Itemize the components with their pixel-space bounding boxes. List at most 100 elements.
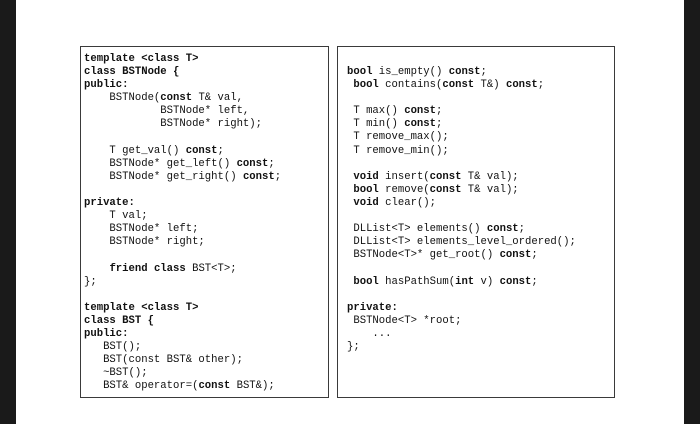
code-line: bool is_empty() const; [347,66,576,79]
code-keyword: int [455,275,475,288]
code-line: T remove_max(); [347,131,576,144]
code-line: BSTNode* left; [84,223,281,236]
code-text: T& val); [461,170,519,183]
code-text: BSTNode* get_left() [84,157,237,170]
code-keyword: const [429,170,462,183]
code-line [347,210,576,223]
code-text: BST(const BST& other); [84,354,243,367]
code-line: T get_val() const; [84,145,281,158]
code-text: BST(); [84,341,142,354]
code-text: ... [347,327,392,340]
code-line: T val; [84,210,281,223]
code-line: public: [84,79,281,92]
code-keyword: const [236,157,269,170]
code-text: is_empty() [372,66,449,78]
code-line: T min() const; [347,118,576,131]
code-text [84,263,109,275]
code-line [84,132,281,145]
code-text: DLList<T> elements_level_ordered(); [347,236,576,249]
code-text: ; [217,144,224,157]
code-text: ; [436,105,443,118]
code-keyword: const [242,170,275,183]
code-keyword: bool [353,275,379,288]
code-text: ; [268,157,275,170]
code-keyword: const [505,79,538,92]
code-text: T& val, [192,92,243,105]
code-text: T val; [84,210,148,223]
code-line: BSTNode(const T& val, [84,92,281,105]
code-line: friend class BST<T>; [84,263,281,276]
code-line: public: [84,328,281,341]
bstnode-code-panel: template <class T>class BSTNode {public:… [80,46,329,398]
code-line [347,158,576,171]
bst-methods-code-block: bool is_empty() const; bool contains( con… [347,66,576,354]
code-line [84,289,281,302]
code-line: DLList<T> elements() const; [347,223,576,236]
code-line: bool remove(const T& val); [347,184,576,197]
code-keyword: public: [84,79,129,92]
code-text: BST<T>; [185,262,237,275]
code-text: BSTNode* right; [84,236,205,249]
code-text: insert( [378,170,430,183]
code-line: BSTNode* right; [84,236,281,249]
code-text: T get_val() [84,144,186,157]
code-text: remove( [378,183,430,196]
code-line: class BST { [84,315,281,328]
code-line: void insert(const T& val); [347,171,576,184]
code-text: clear(); [378,196,437,209]
code-keyword: const [448,66,481,78]
code-text: BSTNode* get_right() [84,170,243,183]
code-line [84,249,281,262]
code-line: T max() const; [347,105,576,118]
code-keyword: bool [353,79,379,92]
code-keyword: const [429,183,462,196]
bstnode-code-block: template <class T>class BSTNode {public:… [84,53,281,393]
code-keyword: void [353,170,379,183]
code-line: bool contains(const T&) const; [347,79,576,92]
code-text: BSTNode<T>* get_root() [347,249,500,262]
code-keyword: const [499,275,532,288]
code-line: ... [347,328,576,341]
code-text: ; [531,249,538,262]
code-keyword: class BST { [84,314,154,327]
code-text: contains( [378,79,443,92]
code-text: T max() [347,105,405,118]
code-line: BST(); [84,341,281,354]
left-edge-bar [0,0,16,424]
code-keyword: bool [353,183,379,196]
code-text: ; [518,223,526,236]
code-text: ; [436,118,443,131]
code-text: T min() [347,118,405,131]
code-line: template <class T> [84,53,281,66]
code-text: T&) [474,79,506,92]
code-keyword: bool [347,66,373,78]
code-keyword: friend class [109,262,186,275]
code-line [347,262,576,275]
right-edge-bar [684,0,700,424]
code-keyword: const [499,249,532,262]
code-keyword: const [486,223,519,236]
code-line: ~BST(); [84,367,281,380]
code-line: template <class T> [84,302,281,315]
code-text: ; [274,170,282,183]
code-keyword: private: [347,301,398,314]
code-text: T remove_min(); [347,144,449,157]
code-keyword: template <class T> [84,53,199,65]
code-line: }; [347,341,576,354]
code-text: T& val); [461,183,519,196]
bst-methods-code-panel: bool is_empty() const; bool contains( con… [337,46,615,398]
code-text: ; [480,66,487,78]
code-line: BST(const BST& other); [84,354,281,367]
code-line: BST& operator=(const BST&); [84,380,281,393]
code-line: class BSTNode { [84,66,281,79]
code-keyword: const [160,92,193,105]
code-text: DLList<T> elements() [347,223,487,236]
code-line: BSTNode* left, [84,105,281,118]
code-text: BSTNode* left, [84,105,250,118]
code-text: ; [531,275,538,288]
code-text: BSTNode* right); [84,118,263,131]
code-text: BSTNode<T> *root; [347,314,462,327]
code-text: hasPathSum( [378,275,456,288]
code-text: BSTNode* left; [84,223,199,236]
code-line: BSTNode* right); [84,118,281,131]
